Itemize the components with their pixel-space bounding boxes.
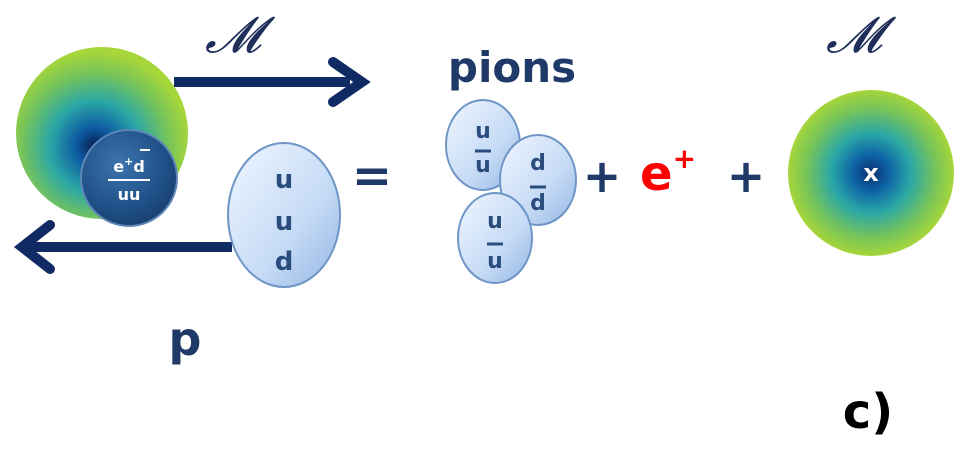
monopole-symbol-left: 𝓜 [205, 6, 276, 64]
proton-quark-2: u [275, 207, 294, 237]
plus-sign-1: + [583, 149, 622, 203]
monopole-symbol-right: 𝓜 [826, 6, 897, 64]
positron-sup: + [673, 142, 696, 175]
pion-3-antiquark: u [487, 249, 503, 274]
proton-quark-3: d [275, 247, 294, 277]
positron-base: e [640, 146, 673, 202]
pion-3-ellipse [457, 192, 533, 284]
pion-1-quark: u [475, 119, 491, 144]
plus-sign-2: + [727, 149, 766, 203]
monopole-capture-disc [80, 129, 178, 227]
arrow-left-head [13, 220, 55, 274]
monopole-right [788, 90, 954, 256]
proton-label: p [169, 312, 202, 366]
disc-top-label: e+d [113, 155, 145, 176]
pion-3-quark: u [487, 209, 503, 234]
pions-label: pions [448, 43, 576, 92]
proton-ellipse [227, 142, 341, 288]
positron-label: e+ [640, 142, 696, 202]
pion-1-antiquark: u [475, 153, 491, 178]
arrow-right-head [328, 57, 371, 107]
proton-quark-1: u [275, 165, 294, 195]
equals-sign: = [352, 148, 392, 204]
pion-2-quark: d [530, 151, 546, 176]
monopole-core-label: x [863, 159, 879, 187]
panel-label: c) [843, 384, 893, 440]
disc-bottom-label: uu [118, 185, 141, 204]
pion-2-antiquark: d [530, 191, 546, 216]
